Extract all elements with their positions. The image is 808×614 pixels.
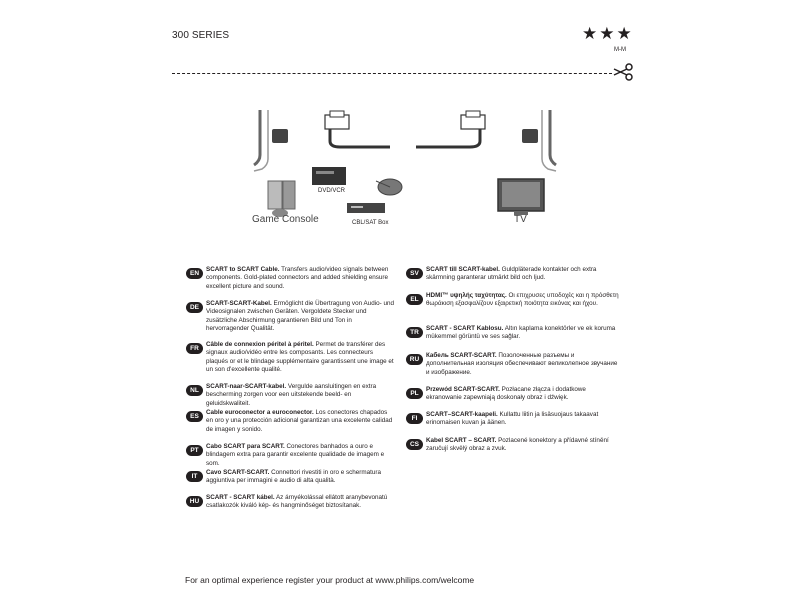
lang-code-badge: RU bbox=[406, 354, 423, 365]
lang-entry-es: ES Cable euroconector a euroconector. Lo… bbox=[186, 409, 396, 434]
right-scart-socket-icon bbox=[522, 129, 538, 143]
lang-code-badge: SV bbox=[406, 268, 423, 279]
entry-text: Kullattu liitin ja lisäsuojaus takaavat … bbox=[426, 411, 599, 427]
scissors-icon bbox=[613, 63, 633, 81]
entry-text: Az árnyékolással ellátott aranybevonatú … bbox=[206, 494, 388, 510]
game-console-label: Game Console bbox=[252, 214, 319, 225]
entry-title: Câble de connexion péritel à péritel. bbox=[206, 341, 314, 348]
lang-entry-cs: CS Kabel SCART – SCART. Pozlacené konekt… bbox=[406, 437, 620, 454]
lang-code-badge: CS bbox=[406, 439, 423, 450]
lang-entry-fi: FI SCART–SCART-kaapeli. Kullattu liitin … bbox=[406, 411, 620, 428]
entry-title: SCART–SCART-kaapeli. bbox=[426, 411, 498, 418]
lang-entry-hu: HU SCART - SCART kábel. Az árnyékolással… bbox=[186, 494, 396, 511]
lang-code-badge: EN bbox=[186, 268, 203, 279]
entry-text: Connettori rivestiti in oro e schermatur… bbox=[206, 469, 381, 485]
lang-entry-nl: NL SCART-naar-SCART-kabel. Vergulde aans… bbox=[186, 383, 396, 408]
lang-code-badge: EL bbox=[406, 294, 423, 305]
lang-entry-tr: TR SCART - SCART Kablosu. Altın kaplama … bbox=[406, 325, 620, 342]
series-label: 300 SERIES bbox=[172, 30, 230, 41]
lang-code-badge: FR bbox=[186, 343, 203, 354]
entry-text: Vergulde aansluitingen en extra bescherm… bbox=[206, 383, 377, 407]
lang-entry-it: IT Cavo SCART-SCART. Connettori rivestit… bbox=[186, 469, 396, 486]
entry-text: Transfers audio/video signals between co… bbox=[206, 266, 389, 290]
entry-text: Los conectores chapados en oro y una pro… bbox=[206, 409, 393, 433]
lang-entry-ru: RU Кабель SCART-SCART. Позолоченные разъ… bbox=[406, 352, 620, 377]
lang-entry-de: DE SCART-SCART-Kabel. Ermöglicht die Übe… bbox=[186, 300, 396, 334]
entry-title: HDMI™ υψηλής ταχύτητας. bbox=[426, 292, 507, 299]
entry-title: SCART to SCART Cable. bbox=[206, 266, 280, 273]
entry-text: Permet de transférer des signaux audio/v… bbox=[206, 341, 394, 374]
entry-text: Позолоченные разъемы и дополнительная из… bbox=[426, 352, 618, 376]
entry-text: Guldpläterade kontakter och extra skärmn… bbox=[426, 266, 597, 282]
entry-title: SCART-SCART-Kabel. bbox=[206, 300, 272, 307]
lang-entry-sv: SV SCART till SCART-kabel. Guldpläterade… bbox=[406, 266, 620, 283]
entry-title: SCART - SCART Kablosu. bbox=[426, 325, 504, 332]
lang-code-badge: NL bbox=[186, 385, 203, 396]
entry-text: Pozlacené konektory a přídavné stínění z… bbox=[426, 437, 609, 453]
cbl-sat-label: CBL/SAT Box bbox=[352, 220, 389, 226]
entry-text: Conectores banhados a ouro e blindagem e… bbox=[206, 443, 385, 467]
entry-title: Cable euroconector a euroconector. bbox=[206, 409, 314, 416]
lang-code-badge: HU bbox=[186, 496, 203, 507]
dvd-vcr-label: DVD/VCR bbox=[318, 188, 346, 194]
left-scart-socket-icon bbox=[272, 129, 288, 143]
entry-title: Cabo SCART para SCART. bbox=[206, 443, 285, 450]
lang-code-badge: PT bbox=[186, 445, 203, 456]
entry-title: Przewód SCART-SCART. bbox=[426, 386, 500, 393]
entry-title: Кабель SCART-SCART. bbox=[426, 352, 497, 359]
lang-entry-en: EN SCART to SCART Cable. Transfers audio… bbox=[186, 266, 396, 291]
entry-title: Kabel SCART – SCART. bbox=[426, 437, 497, 444]
entry-text: Pozłacane złącza i dodatkowe ekranowanie… bbox=[426, 386, 586, 402]
lang-entry-el: EL HDMI™ υψηλής ταχύτητας. Οι επιχρυσες … bbox=[406, 292, 620, 309]
rating-stars-icon: ★★★ bbox=[582, 24, 634, 43]
entry-title: SCART till SCART-kabel. bbox=[426, 266, 500, 273]
tv-label: TV bbox=[514, 214, 527, 225]
lang-code-badge: PL bbox=[406, 388, 423, 399]
lang-code-badge: FI bbox=[406, 413, 423, 424]
lang-entry-pl: PL Przewód SCART-SCART. Pozłacane złącza… bbox=[406, 386, 620, 403]
lang-code-badge: TR bbox=[406, 327, 423, 338]
rating-label: M-M bbox=[614, 47, 626, 53]
lang-entry-fr: FR Câble de connexion péritel à péritel.… bbox=[186, 341, 396, 375]
entry-title: SCART - SCART kábel. bbox=[206, 494, 275, 501]
entry-title: SCART-naar-SCART-kabel. bbox=[206, 383, 287, 390]
cut-line bbox=[172, 73, 612, 74]
lang-entry-pt: PT Cabo SCART para SCART. Conectores ban… bbox=[186, 443, 396, 468]
lang-code-badge: IT bbox=[186, 471, 203, 482]
entry-text: Οι επιχρυσες υποδοχές και η πρόσθετη θωρ… bbox=[426, 292, 619, 308]
entry-text: Altın kaplama konektörler ve ek koruma m… bbox=[426, 325, 616, 341]
lang-code-badge: ES bbox=[186, 411, 203, 422]
connection-diagram bbox=[253, 110, 557, 217]
entry-title: Cavo SCART-SCART. bbox=[206, 469, 270, 476]
footer-register-text: For an optimal experience register your … bbox=[185, 575, 475, 585]
entry-text: Ermöglicht die Übertragung von Audio- un… bbox=[206, 300, 394, 333]
lang-code-badge: DE bbox=[186, 302, 203, 313]
